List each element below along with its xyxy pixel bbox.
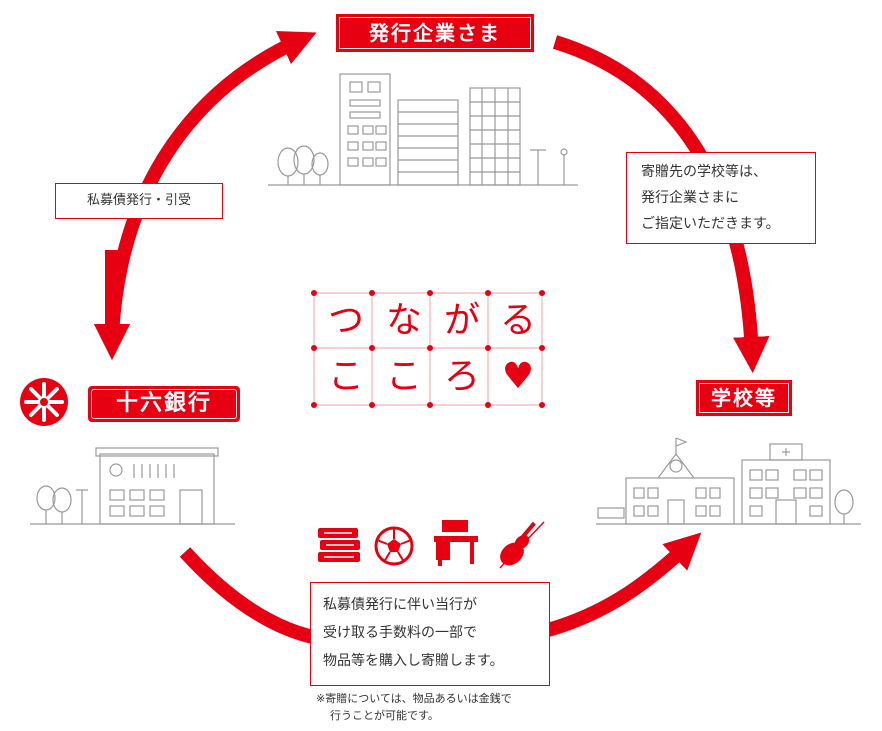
- footnote-line: 行うことが可能です。: [316, 707, 512, 724]
- school-building-icon: [596, 430, 866, 530]
- note-line: 物品等を購入し寄贈します。: [323, 647, 549, 675]
- arrow-bottom-to-school: [548, 545, 688, 630]
- center-char: こ: [316, 354, 376, 400]
- center-char: こ: [374, 354, 434, 400]
- desk-icon: [432, 518, 482, 568]
- center-char: る: [488, 298, 548, 344]
- books-icon: [316, 522, 364, 566]
- issuer-label-text: 発行企業さま: [369, 21, 501, 45]
- center-char: つ: [316, 298, 376, 344]
- bank-name-text: 十六銀行: [116, 391, 212, 416]
- office-buildings-icon: [268, 62, 588, 192]
- bank-building-icon: [30, 440, 240, 530]
- note-school-designation: 寄贈先の学校等は、 発行企業さまに ご指定いただきます。: [626, 152, 816, 244]
- center-char: ろ: [432, 354, 492, 400]
- violin-icon: [494, 516, 548, 570]
- center-char: が: [432, 298, 492, 344]
- note-bond-issue: 私募債発行・引受: [55, 183, 223, 219]
- note-bond-issue-text: 私募債発行・引受: [87, 193, 191, 208]
- note-line: 受け取る手数料の一部で: [323, 619, 549, 647]
- note-line: ご指定いただきます。: [641, 211, 815, 237]
- issuer-label: 発行企業さま: [336, 14, 534, 52]
- soccer-ball-icon: [374, 526, 418, 570]
- center-char: な: [374, 298, 434, 344]
- note-line: 寄贈先の学校等は、: [641, 159, 815, 185]
- footnote: ※寄贈については、物品あるいは金銭で 行うことが可能です。: [316, 690, 512, 724]
- footnote-line: ※寄贈については、物品あるいは金銭で: [316, 690, 512, 707]
- note-donation: 私募債発行に伴い当行が 受け取る手数料の一部で 物品等を購入し寄贈します。: [310, 582, 550, 686]
- school-label: 学校等: [696, 380, 792, 416]
- note-line: 発行企業さまに: [641, 185, 815, 211]
- heart-icon: ♥: [488, 354, 548, 400]
- note-line: 私募債発行に伴い当行が: [323, 591, 549, 619]
- bank-logo-icon: [18, 376, 70, 428]
- school-label-text: 学校等: [711, 386, 777, 410]
- bank-name-label: 十六銀行: [88, 386, 240, 422]
